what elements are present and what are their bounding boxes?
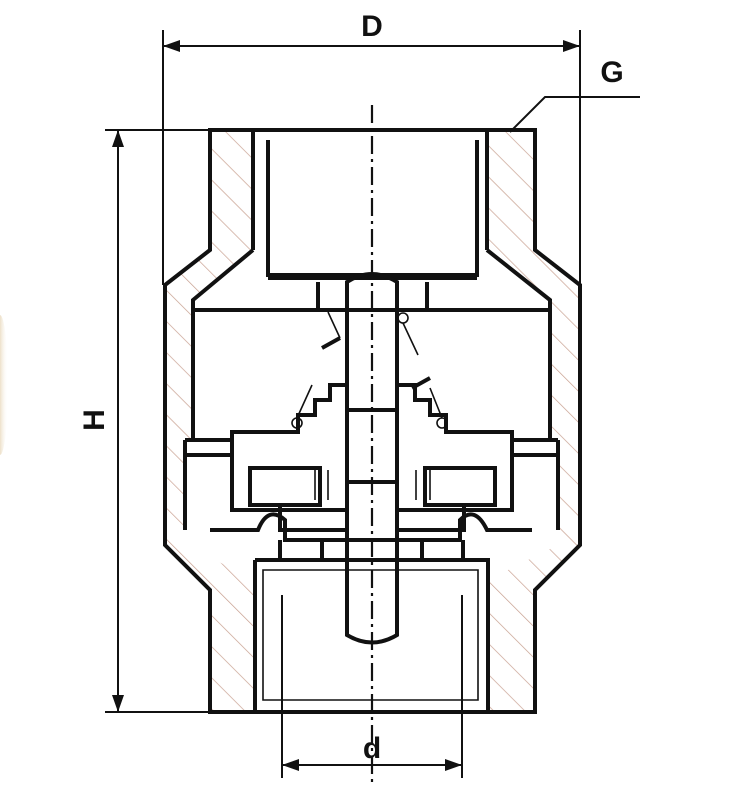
label-G: G [600, 56, 623, 89]
dimension-H: H [78, 129, 210, 713]
label-H: H [78, 409, 111, 431]
label-d: d [363, 732, 381, 765]
label-D: D [361, 10, 383, 43]
dimension-G: G [509, 56, 640, 133]
valve-body [163, 128, 582, 714]
dimension-D: D [162, 10, 581, 500]
springs [291, 311, 448, 429]
edge-blob [0, 315, 8, 455]
dimension-d: d [281, 595, 463, 778]
